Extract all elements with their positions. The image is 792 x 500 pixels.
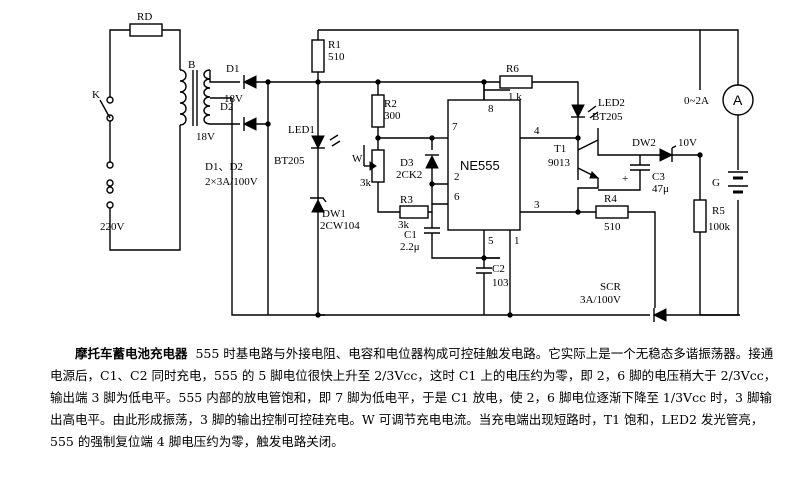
mains-wire <box>109 29 181 251</box>
zener-dw2 <box>659 145 677 162</box>
label-b: B <box>188 59 195 71</box>
switch-k <box>99 99 111 119</box>
label-scr: SCR <box>600 281 621 293</box>
label-led2: LED2 <box>598 97 625 109</box>
label-r4: R4 <box>604 193 617 205</box>
label-w: W <box>352 153 363 165</box>
label-k: K <box>92 89 100 101</box>
led1 <box>311 134 341 150</box>
transformer-b <box>179 69 211 126</box>
capacitor-c3 <box>598 164 650 191</box>
center-tap-ground <box>231 98 325 316</box>
label-r6: R6 <box>506 63 519 75</box>
caption: 摩托车蓄电池充电器 555 时基电路与外接电阻、电容和电位器构成可控硅触发电路。… <box>50 343 780 453</box>
label-c3-plus: + <box>622 173 628 185</box>
ac-terminal-top <box>106 186 114 194</box>
resistor-r1 <box>311 39 325 73</box>
label-r5: R5 <box>712 205 725 217</box>
label-dw2: DW2 <box>632 137 656 149</box>
label-range: 0~2A <box>684 95 709 107</box>
label-g: G <box>712 177 720 189</box>
switch-contact-top <box>106 96 114 104</box>
pin-8: 8 <box>488 103 494 115</box>
label-ne555: NE555 <box>460 158 500 173</box>
label-18v-bottom: 18V <box>196 131 215 143</box>
pin-2: 2 <box>454 171 460 183</box>
pin-6: 6 <box>454 191 460 203</box>
caption-title: 摩托车蓄电池充电器 <box>75 346 188 361</box>
label-t1-value: 9013 <box>548 157 571 169</box>
ac-terminal-bottom <box>106 201 114 209</box>
label-r2: R2 <box>384 98 397 110</box>
label-d1: D1 <box>226 63 239 75</box>
label-r6-value: 1 k <box>508 91 522 103</box>
pin-1: 1 <box>514 235 520 247</box>
fuse-rd <box>129 23 163 37</box>
pin-7: 7 <box>452 121 458 133</box>
resistor-r5 <box>693 199 707 233</box>
label-220v: 220V <box>100 221 125 233</box>
label-c3-value: 47μ <box>652 183 669 195</box>
label-d3-value: 2CK2 <box>396 169 422 181</box>
label-ammeter: A <box>733 92 743 108</box>
label-c1-value: 2.2μ <box>400 241 420 253</box>
battery-g <box>728 171 748 194</box>
label-d-rating: 2×3A/100V <box>205 176 258 188</box>
label-r1: R1 <box>328 39 341 51</box>
label-t1: T1 <box>554 143 566 155</box>
secondary-wires <box>209 70 240 125</box>
label-c1: C1 <box>404 229 417 241</box>
label-dw1-value: 2CW104 <box>320 220 360 232</box>
label-scr-value: 3A/100V <box>580 294 621 306</box>
resistor-r4 <box>595 205 629 219</box>
resistor-r2 <box>371 94 385 128</box>
label-c2-value: 103 <box>492 277 509 289</box>
pin-3: 3 <box>534 199 540 211</box>
label-c2: C2 <box>492 263 505 275</box>
diode-d2 <box>242 117 257 131</box>
ammeter <box>722 84 754 116</box>
resistor-r3 <box>399 205 429 219</box>
label-r1-value: 510 <box>328 51 345 63</box>
label-r3-value: 3k <box>398 219 410 231</box>
transistor-t1 <box>577 138 600 180</box>
label-18v-top: 18V <box>224 93 243 105</box>
pin-4: 4 <box>534 125 540 137</box>
label-rd: RD <box>137 11 152 23</box>
rectified-wires <box>256 81 318 315</box>
capacitor-c1 <box>424 212 500 259</box>
capacitor-c2 <box>476 230 492 315</box>
diode-d1 <box>242 75 257 89</box>
label-r4-value: 510 <box>604 221 621 233</box>
resistor-r6 <box>499 75 533 89</box>
label-r5-value: 100k <box>708 221 731 233</box>
label-d2: D2 <box>220 101 233 113</box>
ac-plug-top <box>106 161 114 169</box>
ac-plug-bottom <box>106 179 114 187</box>
caption-body: 555 时基电路与外接电阻、电容和电位器构成可控硅触发电路。它实际上是一个无稳态… <box>50 346 777 449</box>
ic-ne555 <box>447 99 521 231</box>
label-c3: C3 <box>652 171 665 183</box>
circuit-schematic: RD K B D1 D2 18V 18V 220V D1、D2 2×3A/100… <box>92 11 754 322</box>
label-dw2-value: 10V <box>678 137 697 149</box>
label-r3: R3 <box>400 194 413 206</box>
pin-5: 5 <box>488 235 494 247</box>
label-dw1: DW1 <box>322 208 346 220</box>
diode-d3 <box>425 154 439 169</box>
label-bt205-2: BT205 <box>592 111 623 123</box>
label-d1-d2: D1、D2 <box>205 161 243 173</box>
label-d3: D3 <box>400 157 414 169</box>
scr <box>652 290 667 322</box>
label-r2-value: 300 <box>384 110 401 122</box>
label-led1: LED1 <box>288 124 315 136</box>
label-bt205-1: BT205 <box>274 155 305 167</box>
label-w-value: 3k <box>360 177 372 189</box>
